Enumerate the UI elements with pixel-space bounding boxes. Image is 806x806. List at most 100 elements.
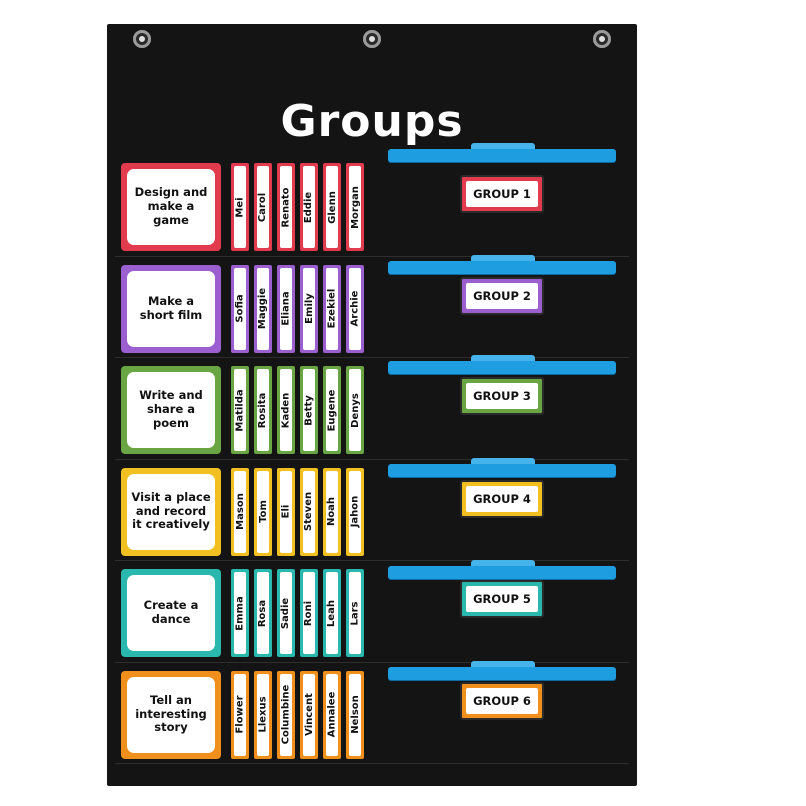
name-card[interactable]: Betty <box>300 366 318 454</box>
group-label: GROUP 4 <box>466 486 538 512</box>
name-card[interactable]: Rosa <box>254 569 272 657</box>
name-card-group: Emma Rosa Sadie Roni Leah Lars <box>231 569 367 657</box>
name-card[interactable]: Matilda <box>231 366 249 454</box>
student-name: Nelson <box>349 695 361 734</box>
name-card-face: Betty <box>303 369 315 451</box>
task-card[interactable]: Create a dance <box>121 569 221 657</box>
name-card[interactable]: Sadie <box>277 569 295 657</box>
group-label: GROUP 5 <box>466 586 538 612</box>
student-name: Glenn <box>326 190 338 224</box>
name-card-face: Morgan <box>349 166 361 248</box>
name-card[interactable]: Mei <box>231 163 249 251</box>
name-card-face: Columbine <box>280 673 292 756</box>
name-card[interactable]: Mason <box>231 467 249 556</box>
task-card[interactable]: Make a short film <box>121 264 221 353</box>
tab-top <box>471 255 535 263</box>
name-card-face: Roni <box>303 572 315 654</box>
name-card-face: Nelson <box>349 673 361 756</box>
student-name: Vincent <box>303 693 315 736</box>
task-card[interactable]: Write and share a poem <box>121 366 221 454</box>
name-card[interactable]: Kaden <box>277 366 295 454</box>
tab-top <box>471 458 535 466</box>
group-label: GROUP 6 <box>466 688 538 714</box>
name-card-face: Vincent <box>303 673 315 756</box>
student-name: Rosita <box>257 392 269 428</box>
blue-tab-divider <box>388 255 616 275</box>
name-card[interactable]: Denys <box>346 366 364 454</box>
name-card[interactable]: Emma <box>231 569 249 657</box>
name-card[interactable]: Columbine <box>277 670 295 759</box>
pocket-seam <box>115 763 629 764</box>
pocket-seam <box>115 255 629 257</box>
task-card[interactable]: Design and make a game <box>121 163 221 251</box>
tab-bar <box>388 566 616 579</box>
name-card[interactable]: Nelson <box>346 670 364 759</box>
name-card[interactable]: Renato <box>277 163 295 251</box>
student-name: Roni <box>303 600 315 626</box>
name-card[interactable]: Flower <box>231 670 249 759</box>
group-card[interactable]: GROUP 6 <box>460 682 544 720</box>
name-card[interactable]: Eugene <box>323 366 341 454</box>
name-card[interactable]: Carol <box>254 163 272 251</box>
tab-bar <box>388 667 616 680</box>
tab-bar <box>388 261 616 274</box>
pocket-row: Design and make a game Mei Carol Renato Eddi… <box>107 155 637 257</box>
student-name: Matilda <box>234 388 246 432</box>
name-card[interactable]: Emily <box>300 264 318 353</box>
name-card-face: Matilda <box>234 369 246 451</box>
student-name: Archie <box>349 290 361 327</box>
name-card-face: Glenn <box>326 166 338 248</box>
name-card[interactable]: Lars <box>346 569 364 657</box>
pocket-row: Tell an interesting story Flower Llexus Col… <box>107 663 637 764</box>
student-name: Steven <box>303 491 315 532</box>
student-name: Eddie <box>303 191 315 223</box>
blue-tab-divider <box>388 458 616 478</box>
name-card[interactable]: Leah <box>323 569 341 657</box>
task-card[interactable]: Visit a place and record it creatively <box>121 467 221 556</box>
task-card[interactable]: Tell an interesting story <box>121 670 221 759</box>
name-card[interactable]: Maggie <box>254 264 272 353</box>
name-card-face: Ezekiel <box>326 267 338 350</box>
group-card[interactable]: GROUP 3 <box>460 377 544 415</box>
name-card-face: Flower <box>234 673 246 756</box>
student-name: Eli <box>280 504 292 519</box>
name-card[interactable]: Ezekiel <box>323 264 341 353</box>
name-card[interactable]: Eddie <box>300 163 318 251</box>
group-card[interactable]: GROUP 2 <box>460 277 544 315</box>
group-card[interactable]: GROUP 1 <box>460 175 544 213</box>
name-card-face: Emma <box>234 572 246 654</box>
student-name: Leah <box>326 599 338 627</box>
name-card[interactable]: Annalee <box>323 670 341 759</box>
name-card-face: Llexus <box>257 673 269 756</box>
name-card[interactable]: Llexus <box>254 670 272 759</box>
name-card[interactable]: Morgan <box>346 163 364 251</box>
student-name: Noah <box>326 496 338 527</box>
name-card[interactable]: Steven <box>300 467 318 556</box>
name-card[interactable]: Tom <box>254 467 272 556</box>
name-card-face: Denys <box>349 369 361 451</box>
name-card[interactable]: Sofia <box>231 264 249 353</box>
tab-top <box>471 143 535 151</box>
name-card[interactable]: Archie <box>346 264 364 353</box>
name-card[interactable]: Eliana <box>277 264 295 353</box>
student-name: Eugene <box>326 389 338 431</box>
tab-top <box>471 661 535 669</box>
name-card[interactable]: Eli <box>277 467 295 556</box>
name-card[interactable]: Glenn <box>323 163 341 251</box>
group-card[interactable]: GROUP 5 <box>460 580 544 618</box>
name-card[interactable]: Vincent <box>300 670 318 759</box>
name-card[interactable]: Jahon <box>346 467 364 556</box>
name-card-group: Flower Llexus Columbine Vincent Annalee Nelso… <box>231 670 367 759</box>
name-card[interactable]: Roni <box>300 569 318 657</box>
grommet-left <box>133 30 151 48</box>
group-card[interactable]: GROUP 4 <box>460 480 544 518</box>
name-card[interactable]: Rosita <box>254 366 272 454</box>
name-card-face: Annalee <box>326 673 338 756</box>
name-card[interactable]: Noah <box>323 467 341 556</box>
name-card-face: Steven <box>303 470 315 553</box>
grommet-center <box>363 30 381 48</box>
student-name: Rosa <box>257 599 269 627</box>
name-card-face: Eliana <box>280 267 292 350</box>
